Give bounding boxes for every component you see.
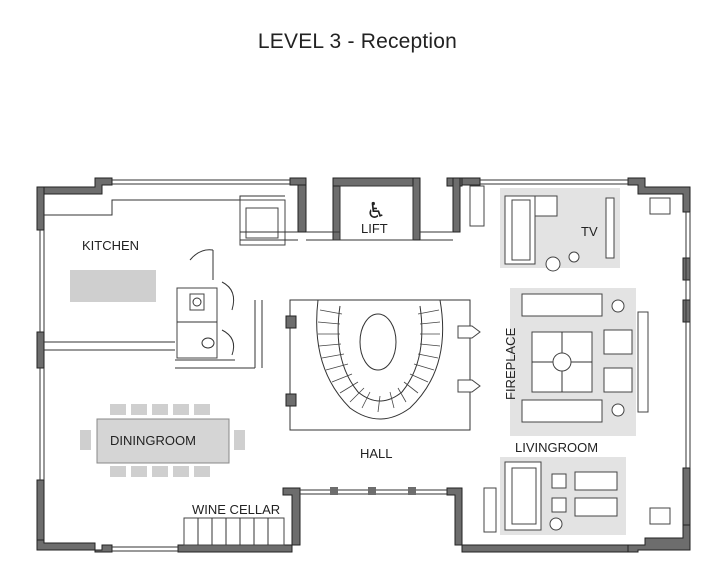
living-area <box>510 288 649 436</box>
room-label-diningroom: DININGROOM <box>110 433 196 448</box>
exterior-walls <box>36 177 691 553</box>
tv-unit <box>605 197 615 259</box>
wheelchair-icon: ♿ <box>366 199 386 224</box>
room-label-lift: LIFT <box>361 221 388 236</box>
room-label-hall: HALL <box>360 446 393 461</box>
hall-area <box>285 299 481 431</box>
top-sofa <box>521 293 603 317</box>
room-label-tv: TV <box>581 224 598 239</box>
plan-title: LEVEL 3 - Reception <box>257 30 458 53</box>
lift-area: ♿ <box>306 185 453 241</box>
tv-area <box>469 185 671 272</box>
room-label-fireplace: FIREPLACE <box>503 327 518 400</box>
wine-cellar-stairs <box>183 487 416 546</box>
room-label-kitchen: KITCHEN <box>82 238 139 253</box>
kitchen-area <box>44 195 298 369</box>
dining-table <box>96 418 230 464</box>
kitchen-island <box>70 270 156 302</box>
livingroom-lower <box>483 457 671 535</box>
bottom-sofa <box>521 399 603 423</box>
room-label-wine-cellar: WINE CELLAR <box>192 502 280 517</box>
room-label-livingroom: LIVINGROOM <box>515 440 598 455</box>
dining-area <box>80 404 245 477</box>
